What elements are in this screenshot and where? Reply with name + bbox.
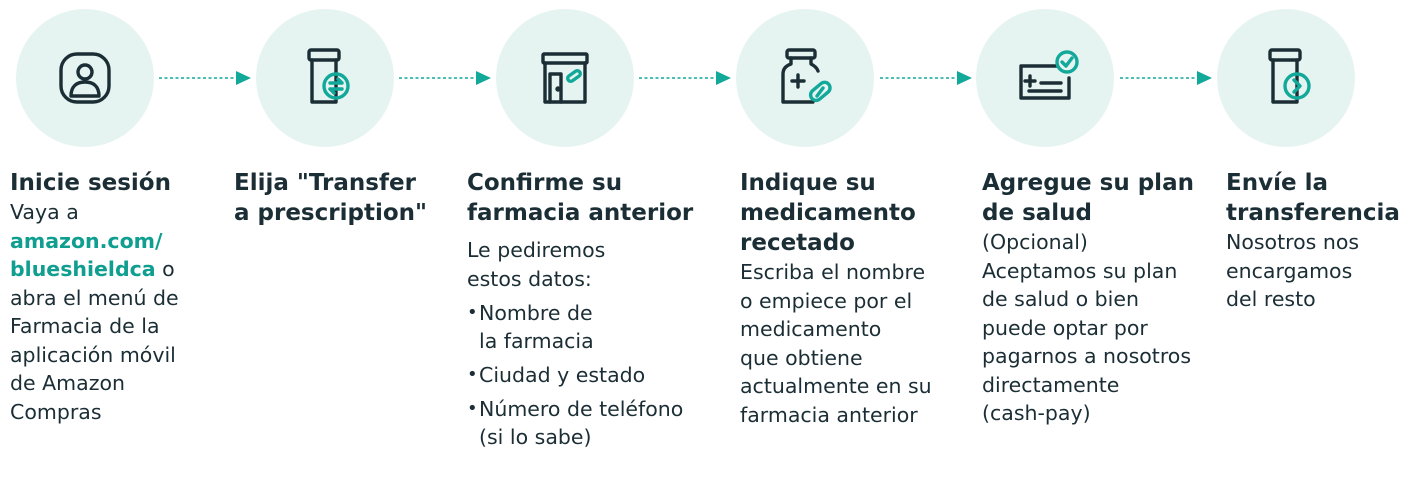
step-3-title: Confirme su <box>467 170 623 196</box>
step-1-body: Vaya a <box>10 200 79 224</box>
pharmacy-store-icon <box>541 52 589 104</box>
step-4-title: Indique su <box>740 170 876 196</box>
step-4-body: Escriba el nombre <box>740 260 926 284</box>
arrow-2 <box>397 66 493 90</box>
step-6-body: Nosotros nos <box>1226 230 1360 254</box>
amazon-link[interactable]: amazon.com/ <box>10 228 163 253</box>
user-profile-icon <box>59 52 111 104</box>
step-3: Confirme su farmacia anterior Le pedirem… <box>467 168 693 457</box>
step-2-circle <box>256 9 394 147</box>
step-6-title: Envíe la <box>1226 170 1328 196</box>
step-2: Elija "Transfer a prescription" <box>234 170 427 226</box>
step-6: Envíe la transferencia Nosotros nos enca… <box>1226 170 1400 311</box>
amazon-link-line-2[interactable]: blueshieldca o <box>10 257 175 281</box>
arrow-5 <box>1118 66 1214 90</box>
step-1-title: Inicie sesión <box>10 170 171 196</box>
list-item: Número de teléfono(si lo sabe) <box>467 395 693 451</box>
step-5-body: (Opcional) <box>982 230 1088 254</box>
step-2-title: Elija "Transfer <box>234 170 416 196</box>
step-5-title: Agregue su plan <box>982 170 1194 196</box>
step-3-circle <box>496 9 634 147</box>
step-1-circle <box>16 9 154 147</box>
arrow-4 <box>878 66 974 90</box>
medication-bottle-pill-icon <box>781 48 832 104</box>
prescription-bottle-send-icon <box>1268 48 1311 104</box>
prescription-bottle-transfer-icon <box>307 48 350 104</box>
step-1: Inicie sesión Vaya a amazon.com/ blueshi… <box>10 170 179 424</box>
step-5: Agregue su plan de salud (Opcional) Acep… <box>982 170 1194 425</box>
step-4-circle <box>736 9 874 147</box>
arrow-3 <box>637 66 733 90</box>
step-4: Indique su medicamento recetado Escriba … <box>740 170 932 427</box>
arrow-1 <box>157 66 253 90</box>
step-5-circle <box>976 9 1114 147</box>
list-item: Ciudad y estado <box>467 361 693 389</box>
step-3-body: Le pediremos <box>467 238 606 262</box>
step-6-circle <box>1217 9 1355 147</box>
health-plan-card-check-icon <box>1019 50 1079 100</box>
